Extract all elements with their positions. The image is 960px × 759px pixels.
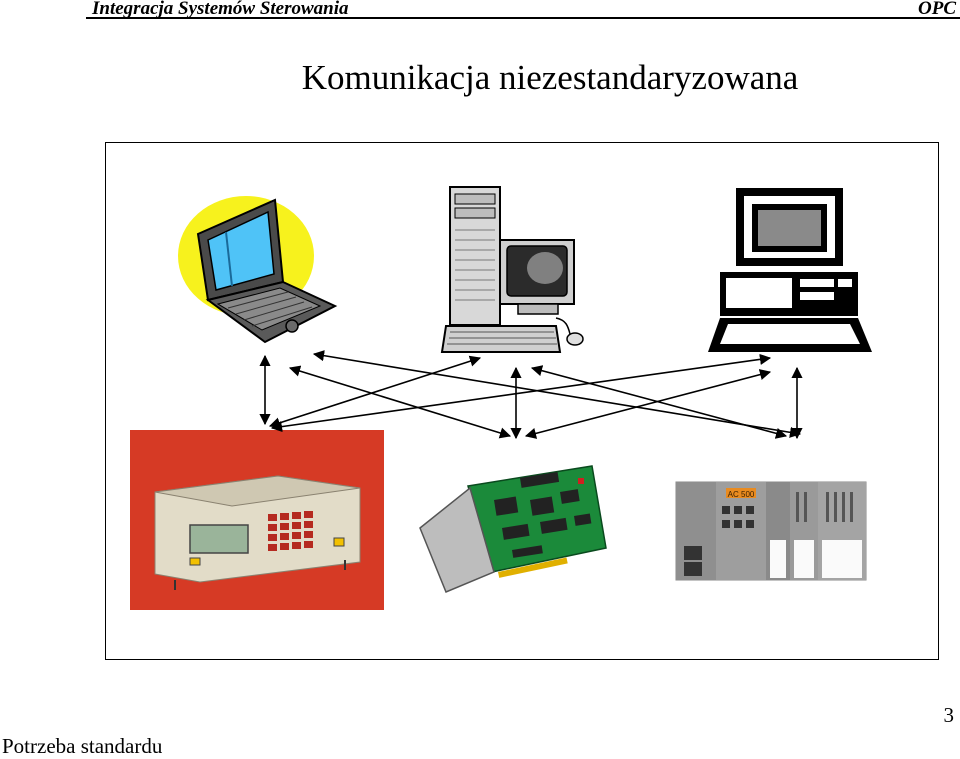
page-number: 3 [943,703,955,727]
desktop-tower-icon [440,186,584,353]
connection-arrows [259,350,803,440]
arrow-laptop-pci [288,365,512,439]
arrow-terminal-pci [524,369,772,439]
terminal-icon [708,188,872,352]
arrow-desktop-controller [268,355,482,429]
header-divider [86,17,960,19]
plc-rack-icon: AC 500 [675,481,867,581]
laptop-icon [178,196,338,344]
course-title: Integracja Systemów Sterowania [92,0,349,19]
arrow-laptop-plc [312,350,802,438]
controller-unit-icon [130,430,384,610]
plc-display-text: AC 500 [728,490,755,499]
topic-label: OPC [918,0,956,19]
pci-card-icon [419,465,607,593]
footer-section: Potrzeba standardu [2,734,163,758]
page-title: Komunikacja niezestandaryzowana [301,58,799,97]
